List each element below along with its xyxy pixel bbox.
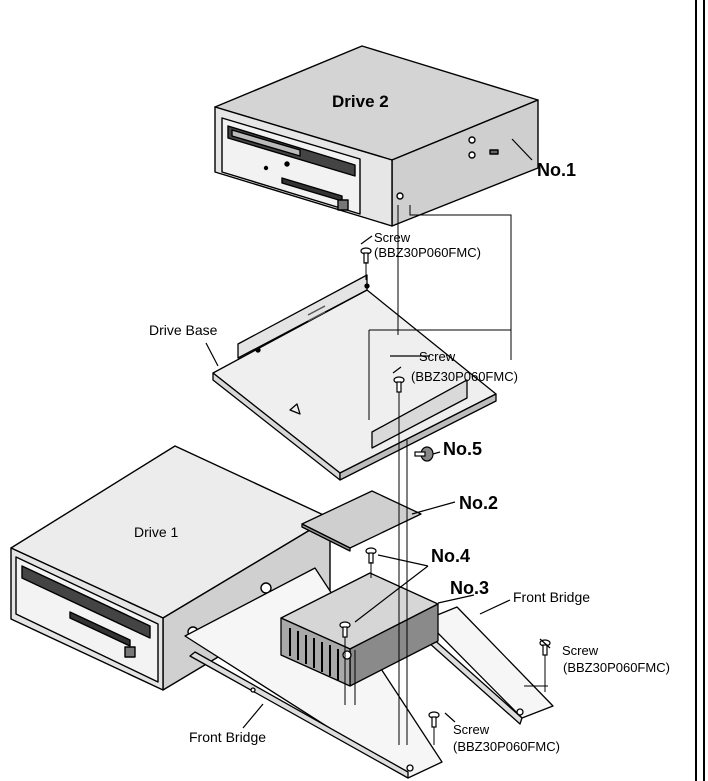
screw-label-3: Screw xyxy=(562,643,599,658)
screw-label-4: Screw xyxy=(453,722,490,737)
thermal-pad-illustration xyxy=(301,490,422,552)
assembly-lines xyxy=(344,205,548,745)
front-bridge-illustration xyxy=(184,567,554,779)
screw-part-2: (BBZ30P060FMC) xyxy=(411,369,518,384)
screw-icon xyxy=(339,621,351,638)
drive2-label: Drive 2 xyxy=(332,92,389,111)
drive-base-label: Drive Base xyxy=(149,322,218,338)
screw-icon xyxy=(360,247,372,264)
callout-no1: No.1 xyxy=(537,160,577,180)
screw-part-3: (BBZ30P060FMC) xyxy=(563,660,670,675)
front-bridge-label-left: Front Bridge xyxy=(189,729,267,745)
leader-lines xyxy=(205,138,551,729)
callout-no2: No.2 xyxy=(459,493,499,513)
page-border xyxy=(695,0,705,781)
screw-part-1: (BBZ30P060FMC) xyxy=(374,245,481,260)
callout-no4: No.4 xyxy=(431,546,471,566)
screw-label-2: Screw xyxy=(419,349,456,364)
screw-part-4: (BBZ30P060FMC) xyxy=(453,739,560,754)
drive1-label: Drive 1 xyxy=(134,524,179,540)
screw-icon xyxy=(539,639,551,656)
screw-icon xyxy=(365,547,377,564)
screw-label-1: Screw xyxy=(374,230,411,245)
thumb-screw-icon xyxy=(414,446,434,462)
drive2-illustration xyxy=(214,45,539,227)
screw-icon xyxy=(428,711,440,728)
callout-no3: No.3 xyxy=(450,578,490,598)
drive-base-illustration xyxy=(212,274,497,481)
callout-no5: No.5 xyxy=(443,439,483,459)
front-bridge-label-right: Front Bridge xyxy=(513,589,591,605)
